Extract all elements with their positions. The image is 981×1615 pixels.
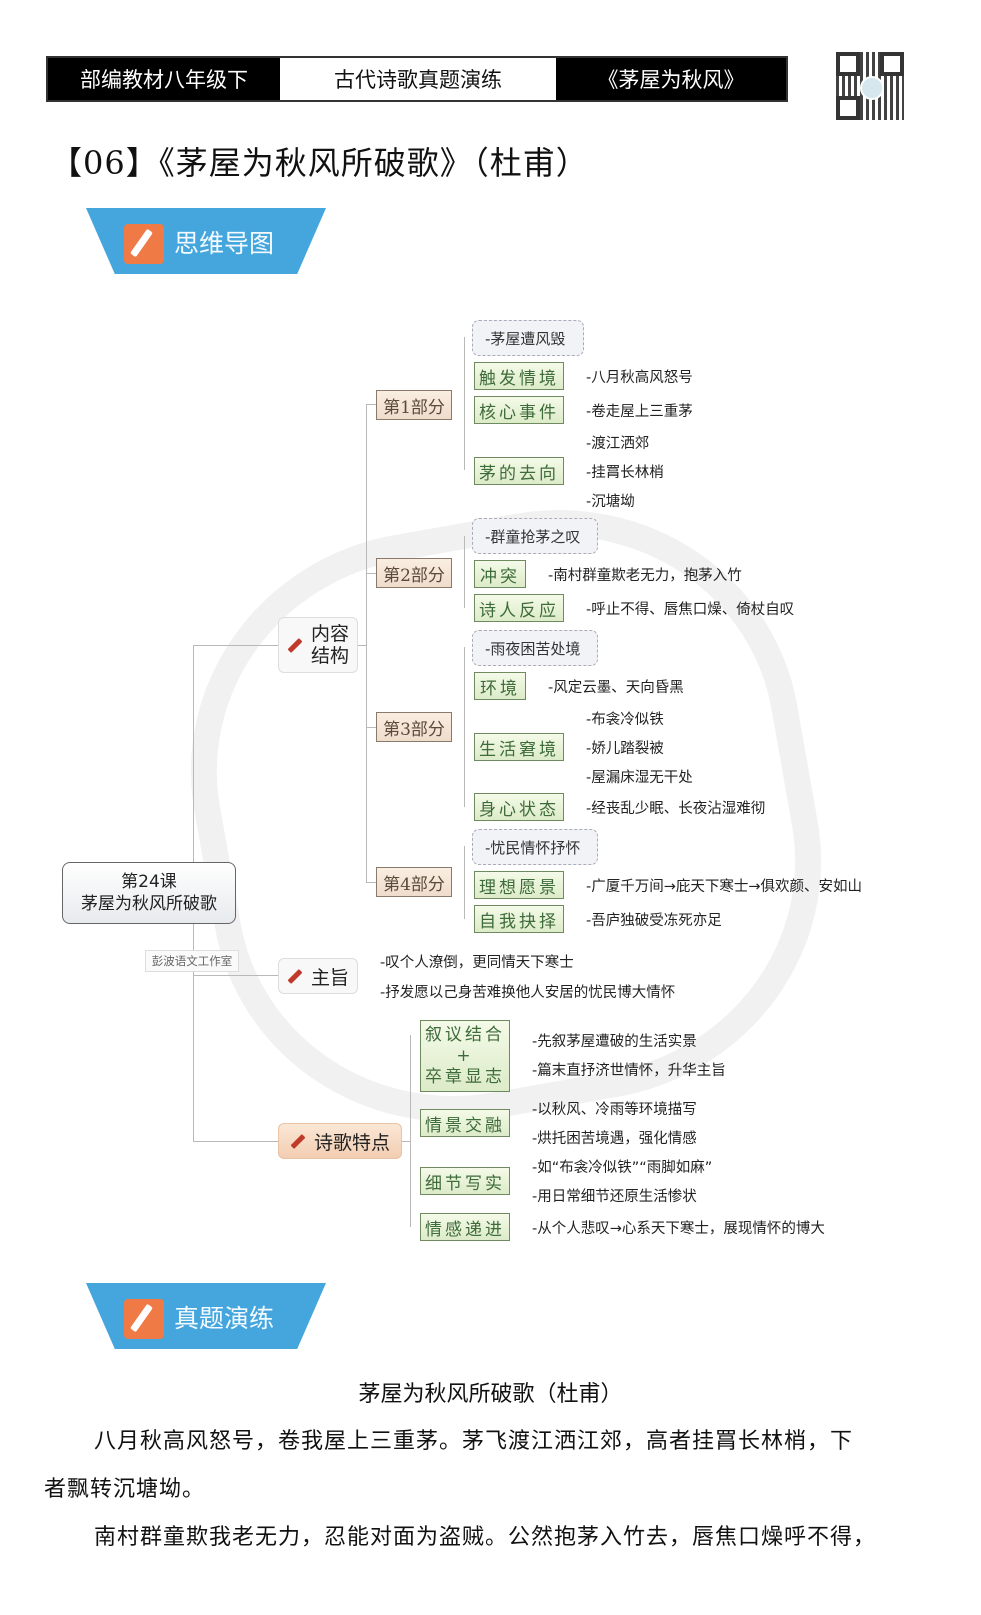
- part-1-thatch-destination[interactable]: 茅的去向: [474, 457, 564, 485]
- leaf: -叹个人潦倒，更同情天下寒士: [380, 955, 574, 971]
- leaf: -风定云墨、天向昏黑: [548, 680, 684, 696]
- header-section: 古代诗歌真题演练: [280, 58, 556, 100]
- root-node[interactable]: 第24课 茅屋为秋风所破歌: [62, 862, 236, 924]
- leaf: -渡江洒郊: [586, 436, 650, 452]
- part-4-node[interactable]: 第4部分: [376, 867, 452, 897]
- leaf: -如“布衾冷似铁”“雨脚如麻”: [532, 1160, 713, 1176]
- part-1-summary[interactable]: -茅屋遭风毁: [472, 320, 584, 356]
- mindmap-banner: 思维导图: [86, 208, 326, 274]
- feature-scene-emotion[interactable]: 情景交融: [420, 1109, 510, 1137]
- leaf: -呼止不得、唇焦口燥、倚杖自叹: [586, 602, 795, 618]
- feature-emotional-progression[interactable]: 情感递进: [420, 1213, 510, 1241]
- feature-realistic-detail[interactable]: 细节写实: [420, 1167, 510, 1195]
- category-label: 内容: [310, 623, 349, 645]
- leaf: -用日常细节还原生活惨状: [532, 1189, 697, 1205]
- leaf: -八月秋高风怒号: [586, 370, 693, 386]
- category-poetry-features[interactable]: 诗歌特点: [278, 1123, 402, 1159]
- leaf: -以秋风、冷雨等环境描写: [532, 1102, 697, 1118]
- category-theme[interactable]: 主旨: [278, 958, 358, 994]
- root-title: 茅屋为秋风所破歌: [81, 894, 217, 914]
- practice-banner: 真题演练: [86, 1283, 326, 1349]
- category-label: 结构: [310, 645, 349, 667]
- practice-banner-label: 真题演练: [174, 1304, 275, 1333]
- part-3-node[interactable]: 第3部分: [376, 712, 452, 742]
- pencil-icon: [287, 637, 303, 653]
- poem-title: 茅屋为秋风所破歌（杜甫）: [358, 1382, 623, 1407]
- part-4-summary[interactable]: -忧民情怀抒怀: [472, 829, 598, 865]
- header-bar: 部编教材八年级下 古代诗歌真题演练 《茅屋为秋风》: [46, 56, 788, 102]
- pencil-icon: [124, 1299, 164, 1339]
- leaf: -屋漏床湿无干处: [586, 770, 693, 786]
- poem-paragraph-2: 南村群童欺我老无力，忍能对面为盗贼。公然抱茅入竹去，唇焦口燥呼不得，: [94, 1525, 877, 1550]
- page-title: 【06】《茅屋为秋风所破歌》（杜甫）: [50, 144, 589, 182]
- part-3-hardship[interactable]: 生活窘境: [474, 733, 564, 761]
- feature-narrative-argument[interactable]: 叙议结合 + 卒章显志: [420, 1020, 510, 1092]
- part-3-summary[interactable]: -雨夜困苦处境: [472, 630, 598, 666]
- feature-label: 叙议结合: [425, 1024, 505, 1045]
- leaf: -沉塘坳: [586, 494, 635, 510]
- category-content-structure[interactable]: 内容 结构: [278, 617, 358, 673]
- poem-paragraph-1-cont: 者飘转沉塘坳。: [44, 1477, 206, 1502]
- leaf: -经丧乱少眠、长夜沾湿难彻: [586, 801, 766, 817]
- leaf: -广厦千万间→庇天下寒士→俱欢颜、安如山: [586, 879, 863, 895]
- leaf: -从个人悲叹→心系天下寒士，展现情怀的博大: [532, 1221, 825, 1237]
- part-3-environment[interactable]: 环境: [474, 672, 526, 700]
- leaf: -南村群童欺老无力，抱茅入竹: [548, 568, 742, 584]
- leaf: -卷走屋上三重茅: [586, 404, 693, 420]
- part-2-conflict[interactable]: 冲突: [474, 560, 526, 588]
- leaf: -先叙茅屋遭破的生活实景: [532, 1034, 697, 1050]
- leaf: -布衾冷似铁: [586, 712, 664, 728]
- part-1-node[interactable]: 第1部分: [376, 390, 452, 420]
- leaf: -篇末直抒济世情怀，升华主旨: [532, 1063, 726, 1079]
- part-1-core-event[interactable]: 核心事件: [474, 396, 564, 424]
- category-label: 主旨: [310, 966, 349, 989]
- category-label: 诗歌特点: [313, 1131, 390, 1154]
- header-grade: 部编教材八年级下: [48, 58, 280, 100]
- part-2-summary[interactable]: -群童抢茅之叹: [472, 518, 598, 554]
- qr-code-icon[interactable]: [836, 52, 904, 120]
- part-4-vision[interactable]: 理想愿景: [474, 871, 564, 899]
- leaf: -挂罥长林梢: [586, 465, 664, 481]
- pencil-icon: [287, 968, 303, 984]
- feature-label: 卒章显志: [425, 1066, 505, 1087]
- pencil-icon: [124, 224, 164, 264]
- leaf: -娇儿踏裂被: [586, 741, 664, 757]
- leaf: -抒发愿以己身苦难换他人安居的忧民博大情怀: [380, 985, 676, 1001]
- leaf: -烘托困苦境遇，强化情感: [532, 1131, 697, 1147]
- pencil-icon: [290, 1133, 306, 1149]
- part-3-body-mind[interactable]: 身心状态: [474, 793, 564, 821]
- feature-plus: +: [456, 1045, 474, 1066]
- part-4-choice[interactable]: 自我抉择: [474, 905, 564, 933]
- part-2-poet-reaction[interactable]: 诗人反应: [474, 594, 564, 622]
- header-poem: 《茅屋为秋风》: [556, 58, 786, 100]
- mindmap-banner-label: 思维导图: [174, 229, 275, 258]
- poem-paragraph-1: 八月秋高风怒号，卷我屋上三重茅。茅飞渡江洒江郊，高者挂罥长林梢，下: [94, 1429, 854, 1454]
- studio-label: 彭波语文工作室: [145, 950, 239, 972]
- part-1-trigger[interactable]: 触发情境: [474, 362, 564, 390]
- root-lesson: 第24课: [121, 872, 177, 892]
- leaf: -吾庐独破受冻死亦足: [586, 913, 722, 929]
- part-2-node[interactable]: 第2部分: [376, 558, 452, 588]
